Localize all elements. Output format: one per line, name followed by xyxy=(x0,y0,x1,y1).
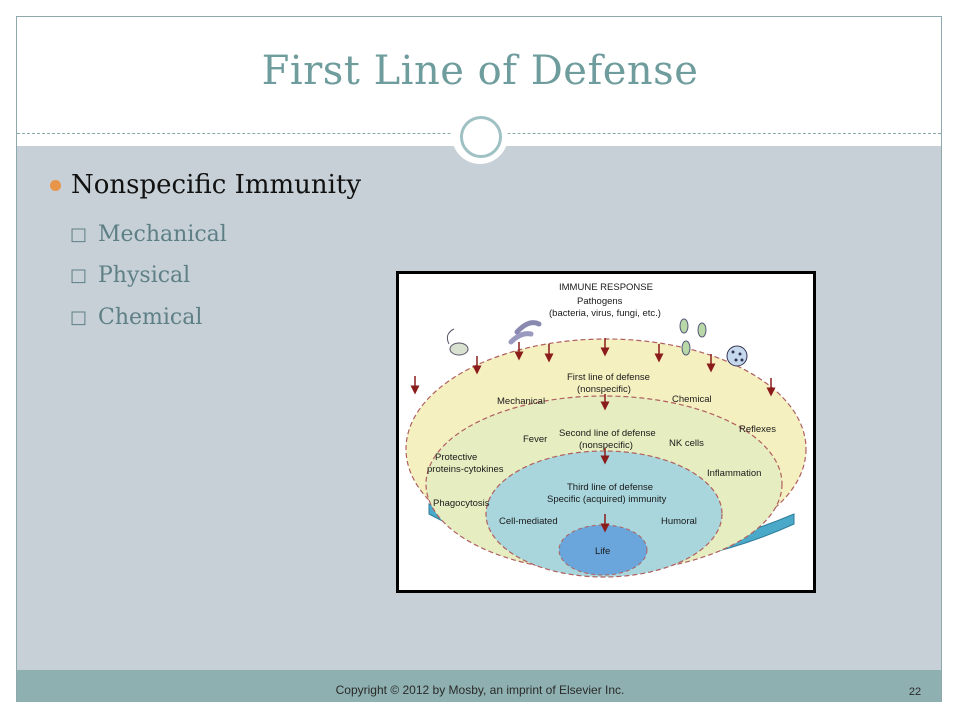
mechanical-label: Mechanical xyxy=(497,396,545,407)
first-line-sub: (nonspecific) xyxy=(577,384,631,395)
sub-bullet-chemical: □ Chemical xyxy=(70,305,202,330)
sub-bullet-label: Chemical xyxy=(98,305,203,330)
inner-ellipse xyxy=(485,450,723,578)
immune-response-diagram: IMMUNE RESPONSE Pathogens (bacteria, vir… xyxy=(396,271,816,593)
protective-label: Protective xyxy=(435,452,477,463)
phagocytosis-label: Phagocytosis xyxy=(433,498,490,509)
second-line-sub: (nonspecific) xyxy=(579,440,633,451)
slide-title: First Line of Defense xyxy=(261,48,699,94)
inflammation-label: Inflammation xyxy=(707,468,761,479)
bacteria-icon xyxy=(446,328,469,356)
sub-bullet-physical: □ Physical xyxy=(70,263,190,288)
humoral-label: Humoral xyxy=(661,516,697,527)
fungi-icon xyxy=(679,318,707,356)
bullet-dot-icon xyxy=(50,179,61,191)
reflexes-label: Reflexes xyxy=(739,424,776,435)
pathogens-label: Pathogens xyxy=(577,296,623,307)
figure-heading: IMMUNE RESPONSE xyxy=(559,282,653,293)
footer-bar xyxy=(17,670,941,702)
third-line-label: Third line of defense xyxy=(567,482,653,493)
page-number: 22 xyxy=(908,686,922,698)
immune-diagram-svg: IMMUNE RESPONSE Pathogens (bacteria, vir… xyxy=(405,282,807,578)
virus-icon xyxy=(508,320,542,345)
open-square-bullet-icon: □ xyxy=(70,307,88,328)
cell-mediated-label: Cell-mediated xyxy=(499,516,558,527)
bullet-main-label: Nonspecific Immunity xyxy=(71,170,362,200)
sub-bullet-label: Physical xyxy=(98,263,191,288)
first-line-label: First line of defense xyxy=(567,372,650,383)
sub-bullet-mechanical: □ Mechanical xyxy=(70,222,227,247)
life-label: Life xyxy=(595,546,610,557)
ring-icon xyxy=(460,116,502,158)
bullet-main: Nonspecific Immunity xyxy=(50,170,361,200)
open-square-bullet-icon: □ xyxy=(70,224,88,245)
protective-sub: proteins-cytokines xyxy=(427,464,504,475)
spore-icon xyxy=(726,345,748,367)
fever-label: Fever xyxy=(523,434,547,445)
nk-cells-label: NK cells xyxy=(669,438,704,449)
sub-bullet-label: Mechanical xyxy=(98,222,227,247)
arrow-icons xyxy=(410,338,776,533)
second-line-label: Second line of defense xyxy=(559,428,656,439)
copyright-text: Copyright © 2012 by Mosby, an imprint of… xyxy=(335,683,625,697)
chemical-label: Chemical xyxy=(672,394,712,405)
life-ellipse xyxy=(558,524,648,576)
third-line-sub: Specific (acquired) immunity xyxy=(547,494,667,505)
open-square-bullet-icon: □ xyxy=(70,265,88,286)
pathogens-detail: (bacteria, virus, fungi, etc.) xyxy=(549,308,661,319)
